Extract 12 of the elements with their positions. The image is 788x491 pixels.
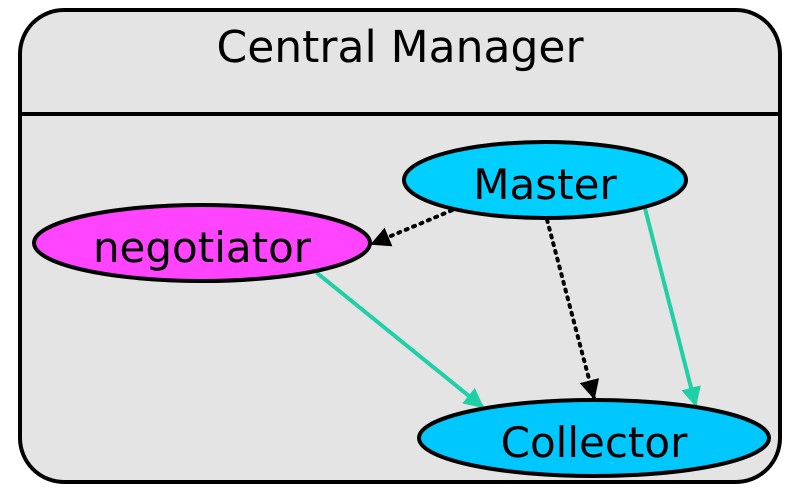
- node-label: negotiator: [92, 222, 312, 272]
- group-box: [18, 8, 782, 484]
- group-heading: Central Manager: [215, 22, 585, 73]
- node-label: Master: [473, 158, 617, 208]
- ellipse-node: [417, 398, 771, 478]
- dotted-arrow: [545, 218, 600, 400]
- node-label: Collector: [500, 416, 688, 466]
- ellipse-node: [32, 203, 372, 283]
- dotted-arrow: [370, 208, 454, 246]
- ellipse-node: [402, 140, 688, 220]
- arrow: [643, 208, 701, 408]
- arrow: [315, 271, 484, 408]
